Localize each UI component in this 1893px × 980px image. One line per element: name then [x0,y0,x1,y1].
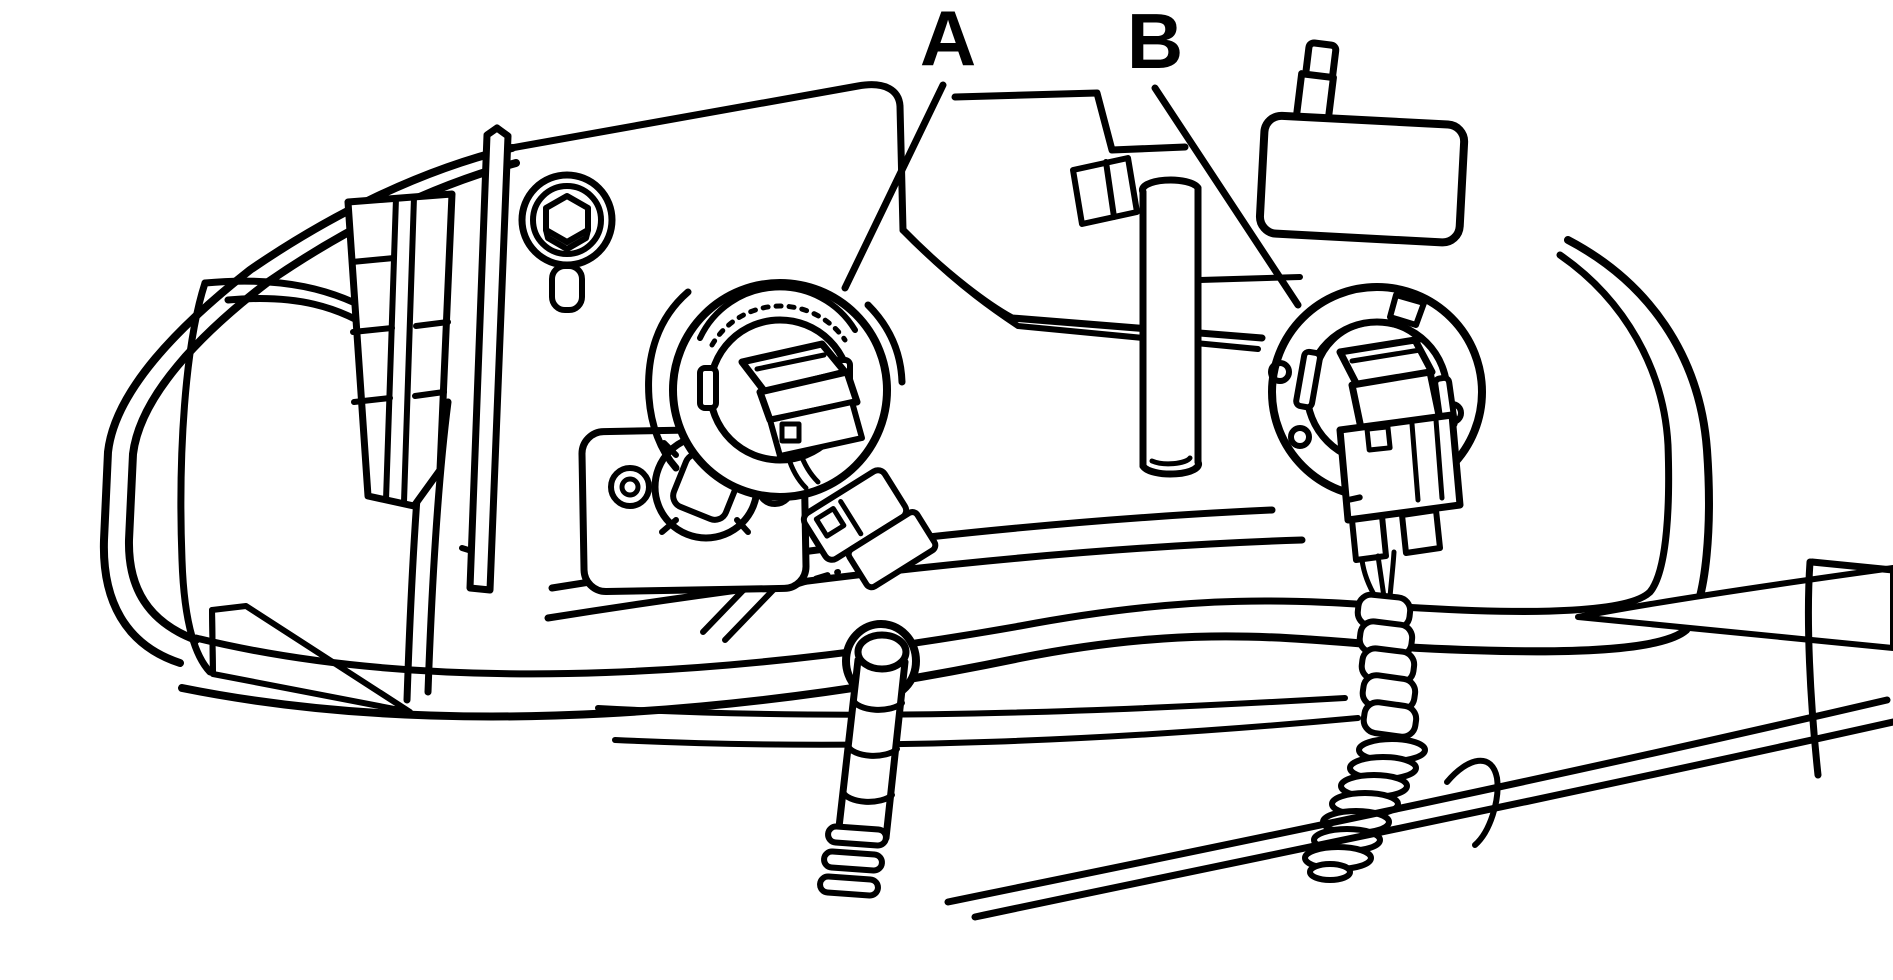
hex-nut-boss [518,171,616,313]
adjuster-bolt [817,620,920,899]
callout-a-label: A [920,0,976,82]
bulb-connector-b [1336,336,1464,563]
callout-a-leader-line [841,81,947,292]
body-panel-lines [944,558,1893,921]
panel-stub [549,263,585,313]
callout-b-leader-line [1151,84,1302,309]
connector-box [1255,39,1469,247]
middle-support-tube [1138,176,1203,478]
vertical-mast-bracket [466,124,512,594]
small-mount-plate [1070,155,1140,227]
callout-b-label: B [1127,0,1183,85]
bulb-socket-b [1268,283,1486,883]
side-bracket-rail [344,190,456,510]
callouts: A B [841,0,1302,309]
bolt-threads [817,823,889,899]
harness-conduit [1354,591,1420,740]
bulb-connector-a [738,340,939,591]
back-panel-edges [496,81,1303,352]
bulb-socket-a [645,279,939,591]
